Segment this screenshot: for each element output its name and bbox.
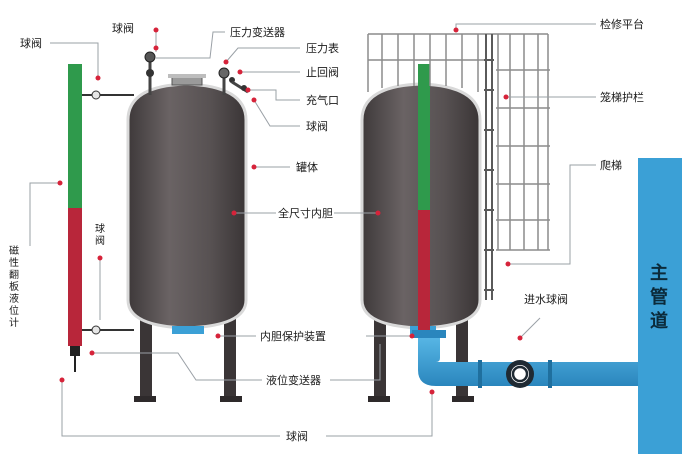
left-tank-legs bbox=[134, 318, 242, 402]
label-level-transmitter: 液位变送器 bbox=[266, 374, 321, 387]
label-ball-valve-bottom: 球阀 bbox=[286, 430, 308, 443]
cage-guardrail bbox=[496, 34, 550, 251]
label-ball-valve-right: 球阀 bbox=[306, 120, 328, 133]
label-tank-body: 罐体 bbox=[296, 161, 318, 174]
label-cage-guardrail: 笼梯护栏 bbox=[600, 91, 644, 104]
label-magnetic-level-gauge: 磁性翻板液位计 bbox=[9, 246, 19, 329]
ladder bbox=[484, 34, 494, 300]
label-pressure-gauge: 压力表 bbox=[306, 42, 339, 55]
label-ball-valve-left: 球阀 bbox=[20, 37, 42, 50]
main-pipe bbox=[638, 158, 682, 454]
inlet-ball-valve-icon bbox=[506, 360, 534, 388]
label-ladder: 爬梯 bbox=[600, 159, 622, 172]
label-check-valve: 止回阀 bbox=[306, 66, 339, 79]
magnetic-level-gauge bbox=[68, 64, 134, 372]
label-ball-valve-top: 球阀 bbox=[112, 22, 134, 35]
label-pressure-transmitter: 压力变送器 bbox=[230, 26, 285, 39]
inlet-pipe bbox=[418, 336, 640, 386]
label-bladder-protector: 内胆保护装置 bbox=[260, 330, 326, 343]
left-tank-body bbox=[126, 82, 248, 330]
label-ball-valve-mid: 球阀 bbox=[95, 224, 105, 247]
pressure-transmitter-icon bbox=[144, 51, 156, 63]
label-full-bladder: 全尺寸内胆 bbox=[278, 207, 333, 220]
label-inlet-ball-valve: 进水球阀 bbox=[524, 293, 568, 306]
label-maintenance-platform: 检修平台 bbox=[600, 18, 644, 31]
label-main-pipe: 主管道 bbox=[650, 263, 668, 332]
pressure-gauge-icon bbox=[218, 67, 230, 79]
leader-dots bbox=[57, 27, 523, 395]
label-charge-port: 充气口 bbox=[306, 94, 339, 107]
bladder-protector-left bbox=[172, 326, 204, 334]
maintenance-platform bbox=[367, 33, 548, 92]
